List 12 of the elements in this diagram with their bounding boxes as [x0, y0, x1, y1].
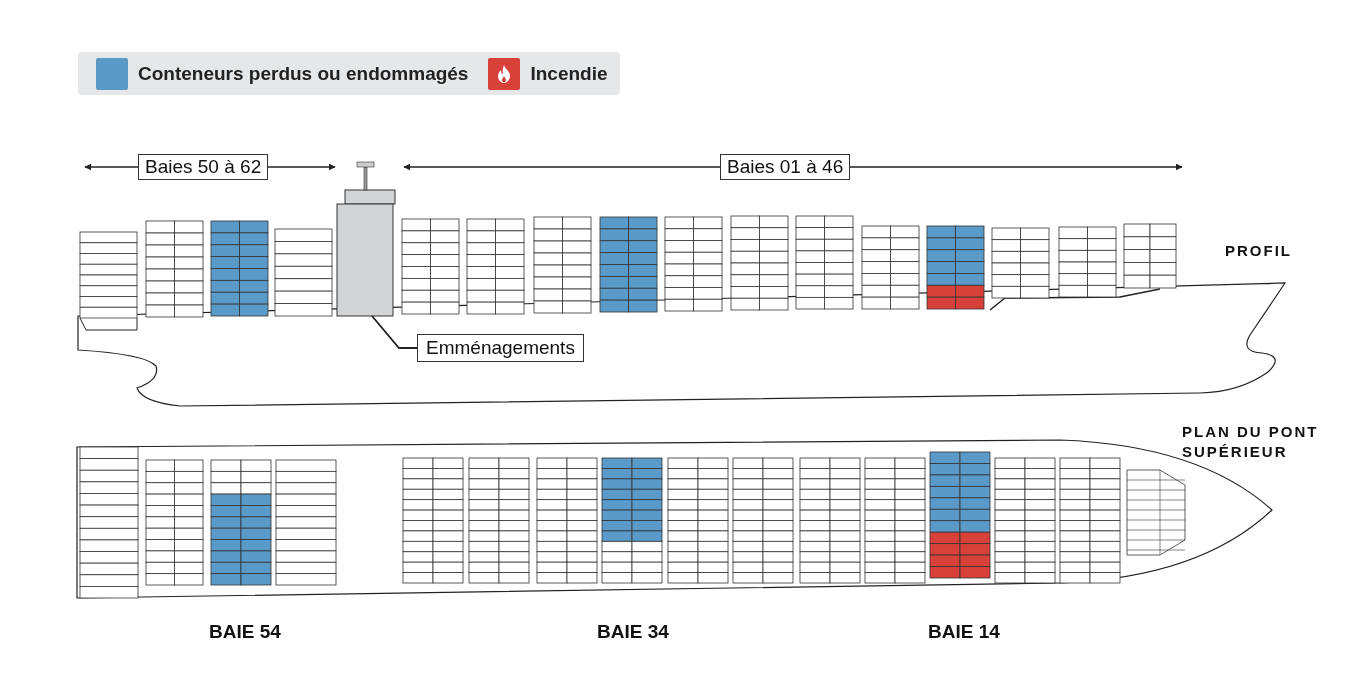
bay-label: BAIE 54	[209, 621, 281, 643]
callout-label: Emménagements	[417, 334, 584, 362]
leader-line	[371, 315, 418, 349]
view-caption: PLAN DU PONT SUPÉRIEUR	[1182, 422, 1320, 462]
legend-text: Conteneurs perdus ou endommagés	[138, 62, 469, 85]
bay-label: BAIE 34	[597, 621, 669, 643]
view-caption: PROFIL	[1225, 242, 1292, 259]
legend-text: Incendie	[530, 62, 608, 85]
dimension-label: Baies 01 à 46	[720, 154, 851, 180]
bay-label: BAIE 14	[928, 621, 1000, 643]
dimension-label: Baies 50 à 62	[138, 154, 269, 180]
superstructure-block	[336, 203, 394, 317]
